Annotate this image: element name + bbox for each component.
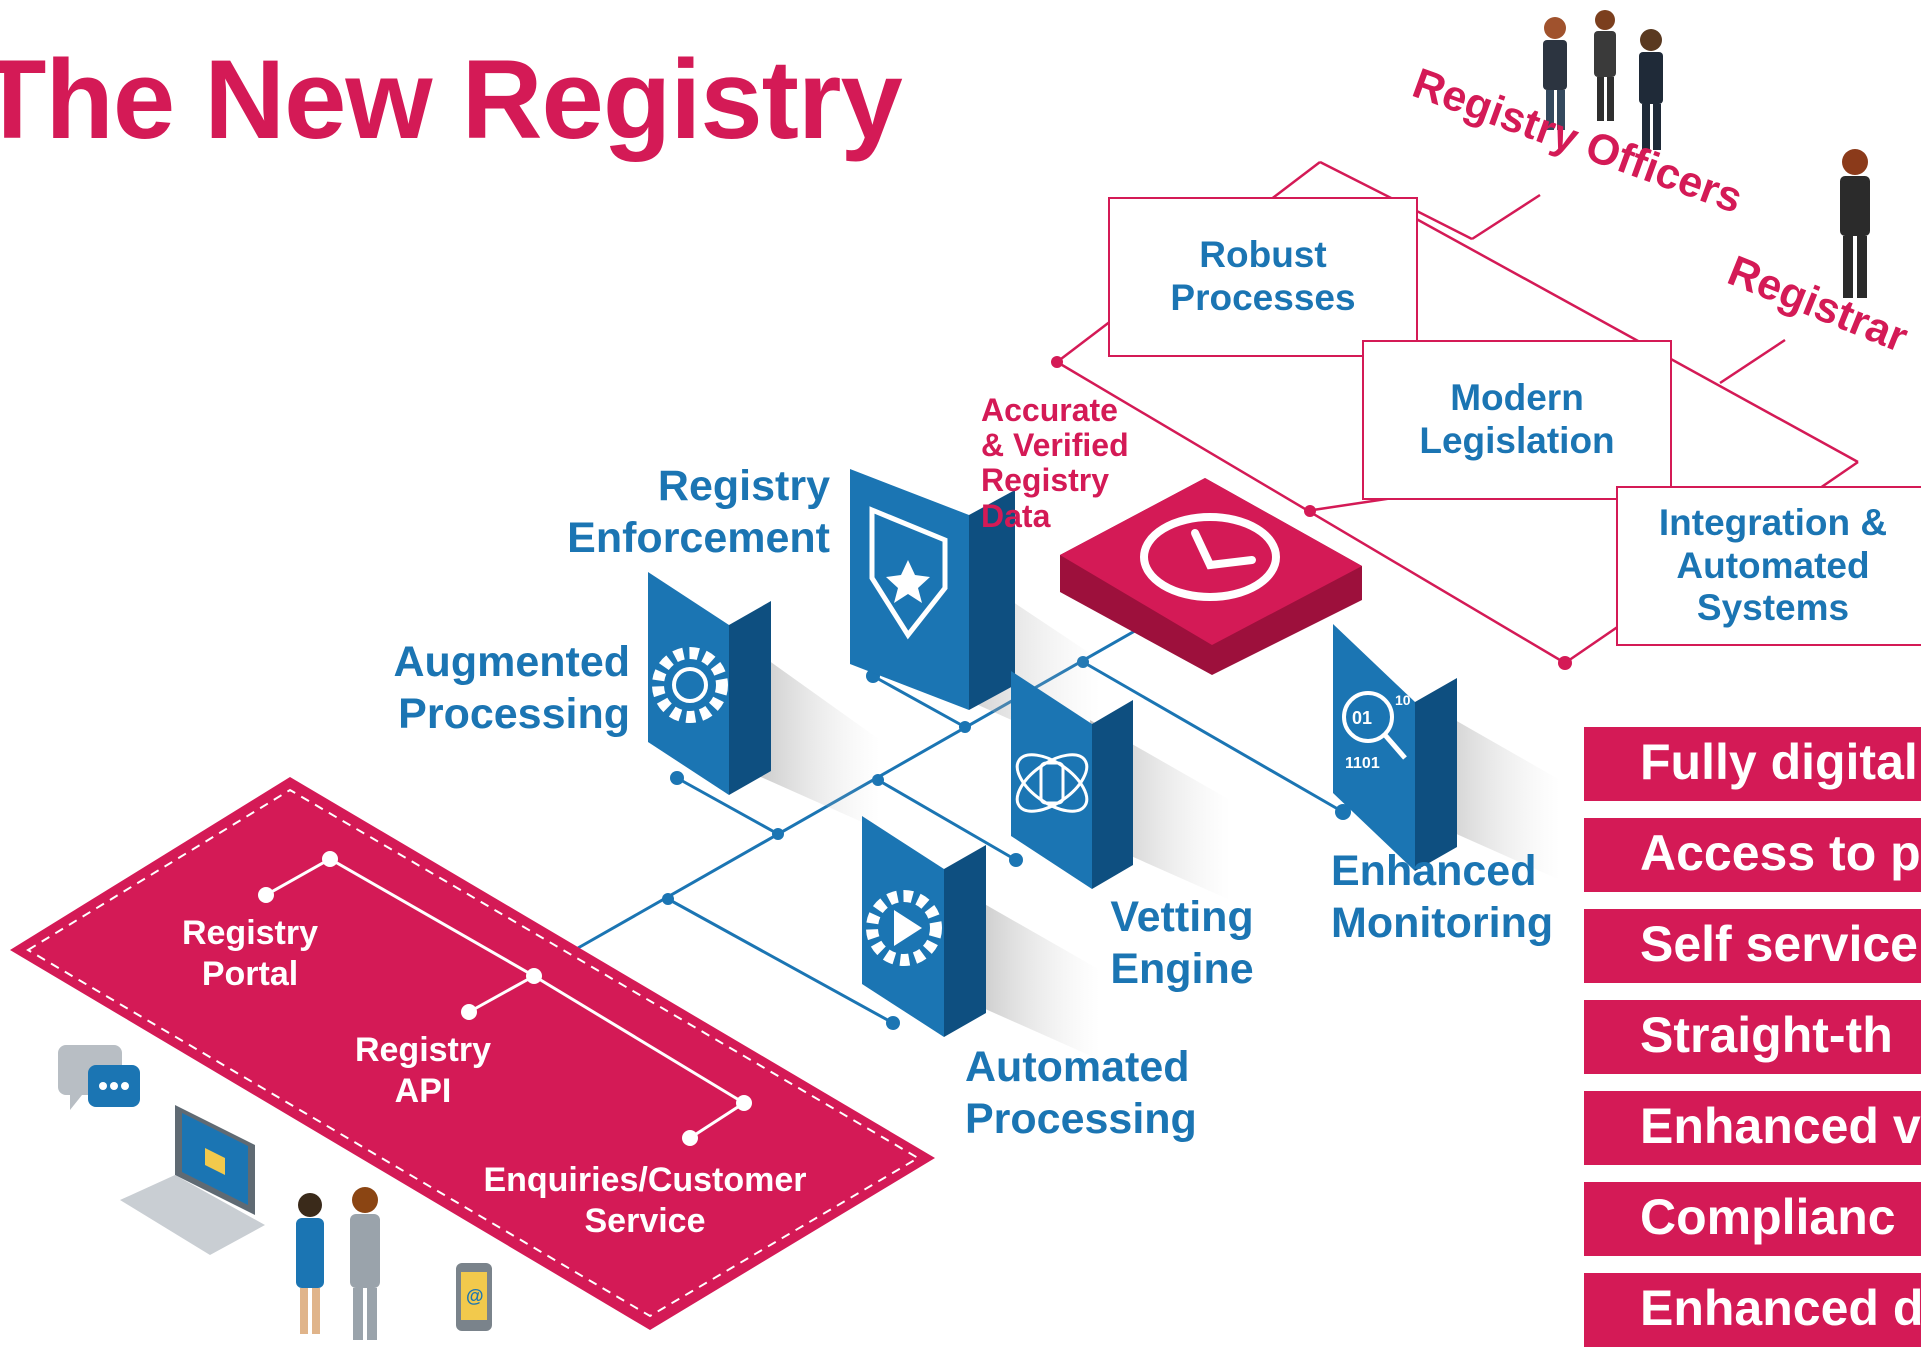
channels-platform <box>10 777 935 1330</box>
enhanced-monitoring-label: Enhanced Monitoring <box>1331 846 1553 949</box>
gear-play-icon <box>862 816 1100 1060</box>
data-label-line-4: Data <box>981 497 1051 534</box>
registry-portal-label: Registry Portal <box>170 913 330 995</box>
accurate-verified-data-label: Accurate & Verified Registry Data <box>981 392 1129 534</box>
atom-database-icon <box>1011 671 1230 900</box>
registry-enforcement-line-2: Enforcement <box>567 513 830 562</box>
benefit-text: Enhanced v <box>1640 1098 1921 1154</box>
binary-magnifier-icon: 01 1101 10 <box>1333 624 1560 880</box>
svg-text:@: @ <box>466 1286 484 1306</box>
benefit-item: Enhanced v <box>1584 1091 1921 1165</box>
registrar-label: Registrar <box>1721 247 1914 362</box>
enhanced-monitoring-line-2: Monitoring <box>1331 898 1554 947</box>
integration-automated-systems-label: Integration & Automated Systems <box>1658 502 1888 629</box>
enquiries-line-2: Service <box>584 1201 706 1240</box>
benefits-list: Fully digital Access to pr Self service … <box>1584 727 1921 1364</box>
registry-portal-line-1: Registry <box>181 914 319 952</box>
registry-portal-line-2: Portal <box>201 954 299 993</box>
benefit-text: Access to pr <box>1640 825 1921 881</box>
benefit-text: Self service <box>1640 916 1918 972</box>
shield-star-icon <box>850 469 1100 760</box>
registry-enforcement-line-1: Registry <box>657 462 830 510</box>
data-label-line-2: & Verified <box>981 427 1129 464</box>
laptop-email-icon <box>120 1105 265 1255</box>
svg-text:10: 10 <box>1395 692 1411 708</box>
chat-bubble-icon <box>58 1045 140 1110</box>
gear-refresh-icon <box>648 572 880 830</box>
enquiries-customer-service-label: Enquiries/Customer Service <box>465 1160 825 1242</box>
enhanced-monitoring-line-1: Enhanced <box>1331 847 1537 895</box>
registry-officers-figures <box>1543 10 1663 150</box>
robust-processes-box: Robust Processes <box>1108 197 1418 357</box>
benefit-item: Enhanced d <box>1584 1273 1921 1347</box>
registrar-figure <box>1840 149 1870 298</box>
benefit-text: Straight-th <box>1640 1007 1893 1063</box>
registry-enforcement-label: Registry Enforcement <box>555 461 830 564</box>
benefit-item: Access to pr <box>1584 818 1921 892</box>
channels-tree-nodes <box>258 851 752 1146</box>
page-title: The New Registry <box>0 37 903 162</box>
benefit-item: Complianc <box>1584 1182 1921 1256</box>
robust-processes-label: Robust Processes <box>1170 234 1356 318</box>
automated-processing-line-2: Processing <box>965 1094 1197 1143</box>
smartphone-at-icon: @ <box>456 1263 492 1331</box>
enquiries-line-1: Enquiries/Customer <box>483 1161 807 1199</box>
modern-legislation-label: Modern Legislation <box>1419 377 1615 461</box>
benefit-text: Complianc <box>1640 1189 1896 1245</box>
svg-text:1101: 1101 <box>1345 755 1380 772</box>
governance-junctions <box>1051 356 1572 670</box>
registry-api-line-2: API <box>394 1071 452 1110</box>
network-nodes <box>662 656 1351 1030</box>
vetting-engine-label: Vetting Engine <box>1102 892 1262 995</box>
data-label-line-3: Registry <box>981 462 1110 499</box>
augmented-processing-label: Augmented Processing <box>385 637 631 740</box>
benefit-item: Self service <box>1584 909 1921 983</box>
benefit-text: Enhanced d <box>1640 1280 1921 1336</box>
benefit-item: Straight-th <box>1584 1000 1921 1074</box>
modern-legislation-box: Modern Legislation <box>1362 340 1672 500</box>
registry-officers-label: Registry Officers <box>1407 59 1749 223</box>
registry-api-line-1: Registry <box>354 1031 492 1069</box>
customer-figures <box>296 1187 380 1340</box>
registry-api-label: Registry API <box>343 1030 503 1112</box>
svg-text:01: 01 <box>1352 708 1372 728</box>
clock-icon <box>1140 513 1280 601</box>
vetting-engine-line-1: Vetting <box>1110 893 1254 941</box>
vetting-engine-line-2: Engine <box>1110 944 1254 993</box>
benefit-item: Fully digital <box>1584 727 1921 801</box>
automated-processing-line-1: Automated <box>965 1043 1190 1091</box>
augmented-processing-line-2: Processing <box>398 689 630 738</box>
augmented-processing-line-1: Augmented <box>393 638 631 686</box>
automated-processing-label: Automated Processing <box>965 1042 1197 1145</box>
benefit-text: Fully digital <box>1640 734 1918 790</box>
data-label-line-1: Accurate <box>981 392 1118 428</box>
integration-automated-systems-box: Integration & Automated Systems <box>1616 486 1921 646</box>
